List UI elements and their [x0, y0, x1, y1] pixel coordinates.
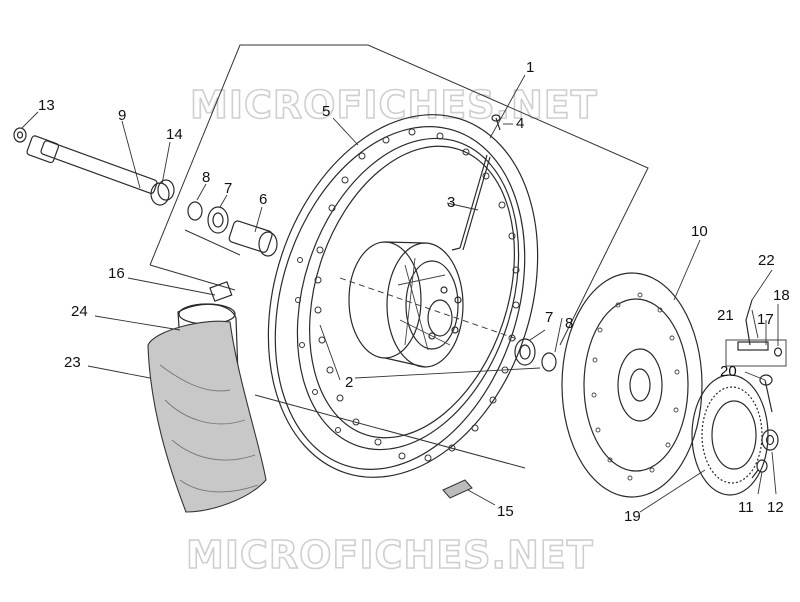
- spacer-12: [761, 429, 779, 451]
- callout-9: 9: [118, 107, 126, 124]
- callout-7-right: 7: [545, 309, 553, 326]
- callout-23: 23: [64, 354, 81, 371]
- callout-7-left: 7: [224, 180, 232, 197]
- tire: [147, 320, 267, 513]
- callout-2: 2: [345, 374, 353, 391]
- tire-valve: [209, 281, 233, 302]
- circlip-left: [187, 201, 203, 221]
- callout-8-left: 8: [202, 169, 210, 186]
- spoke: [451, 154, 491, 251]
- watermark-bottom: MICROFICHES.NET: [186, 533, 594, 577]
- axle-nut: [13, 127, 27, 143]
- circlip-right: [541, 352, 557, 372]
- callout-21: 21: [717, 307, 734, 324]
- callout-24: 24: [71, 303, 88, 320]
- balance-weight: [442, 479, 473, 499]
- callout-17: 17: [757, 311, 774, 328]
- callout-19: 19: [624, 508, 641, 525]
- callout-11: 11: [738, 499, 754, 516]
- bearing-left: [207, 206, 229, 234]
- tone-ring: [691, 374, 769, 496]
- assembly-frame: [149, 44, 649, 469]
- callout-14: 14: [166, 126, 183, 143]
- callout-10: 10: [691, 223, 708, 240]
- callout-labels: 1 2 3 4 5 6 7 7 8 8 9 10 11 12 13 14 15 …: [38, 59, 790, 525]
- callout-12: 12: [767, 499, 784, 516]
- sensor-group-box: [725, 339, 787, 367]
- callout-5: 5: [322, 103, 330, 120]
- wheel-rim: [267, 114, 539, 478]
- callout-18: 18: [773, 287, 790, 304]
- callout-3: 3: [447, 194, 455, 211]
- brake-disc: [561, 272, 703, 498]
- axle: [26, 135, 158, 194]
- callout-1: 1: [526, 59, 534, 76]
- callout-8-right: 8: [565, 315, 573, 332]
- callout-16: 16: [108, 265, 125, 282]
- callout-22: 22: [758, 252, 775, 269]
- speed-sensor: [737, 299, 783, 413]
- callout-6: 6: [259, 191, 267, 208]
- callout-15: 15: [497, 503, 514, 520]
- callout-4: 4: [516, 115, 524, 132]
- leader-lines: [21, 74, 779, 513]
- watermark-top: MICROFICHES.NET: [190, 83, 598, 127]
- wheel-hub: [339, 241, 521, 368]
- screw-11: [751, 459, 768, 479]
- spacer-14: [150, 179, 175, 206]
- callout-20: 20: [720, 363, 737, 380]
- bearing-right: [514, 338, 536, 366]
- spacer-6: [228, 220, 278, 257]
- callout-13: 13: [38, 97, 55, 114]
